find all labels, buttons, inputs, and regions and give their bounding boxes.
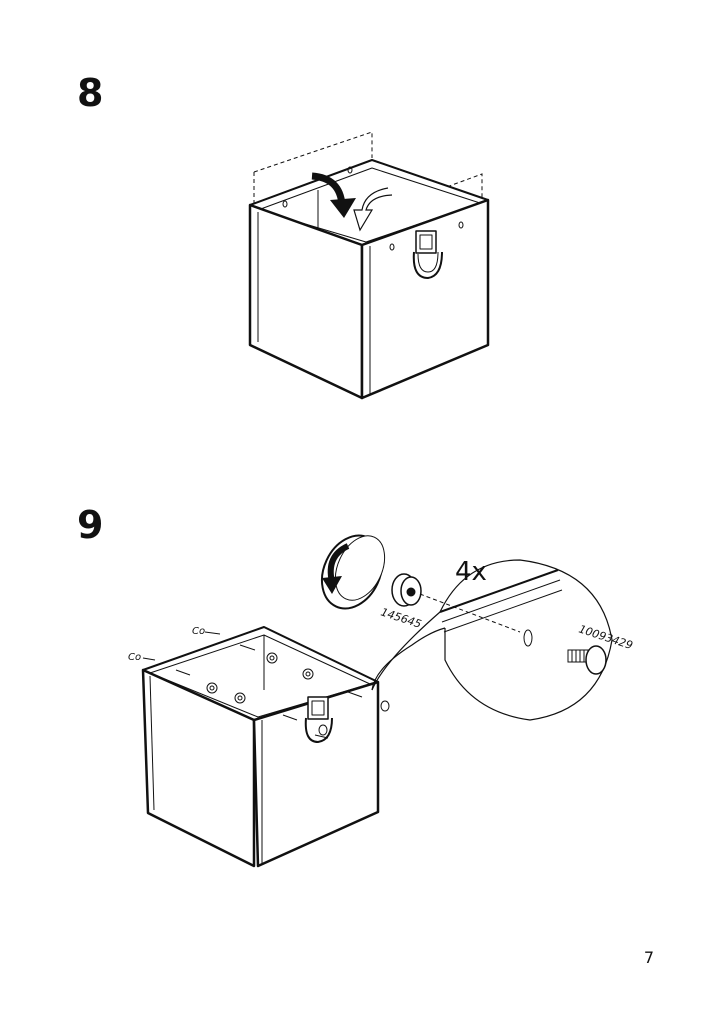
step-9-number: 9 xyxy=(77,503,104,547)
rotate-arrow-icon xyxy=(322,543,350,594)
screw-part xyxy=(567,645,607,675)
screw-part-number: 10093429 xyxy=(577,622,634,652)
fastener-mark-label: Co xyxy=(128,652,141,663)
step-8-number: 8 xyxy=(77,71,104,115)
quantity-label: 4x xyxy=(455,557,487,587)
nut-part xyxy=(391,573,422,607)
box-step8 xyxy=(248,159,490,400)
insertion-line xyxy=(419,593,521,633)
fold-down-arrow-icon xyxy=(311,172,393,232)
fastener-mark-label: Co xyxy=(192,626,205,637)
fastener-marks xyxy=(142,631,390,736)
knob-part-number: 145645 xyxy=(379,605,423,630)
box-step9 xyxy=(141,626,380,868)
detail-callout xyxy=(371,559,613,721)
panel-edge-detail xyxy=(439,569,563,647)
page-number: 7 xyxy=(643,948,654,967)
knob-part xyxy=(320,534,386,610)
